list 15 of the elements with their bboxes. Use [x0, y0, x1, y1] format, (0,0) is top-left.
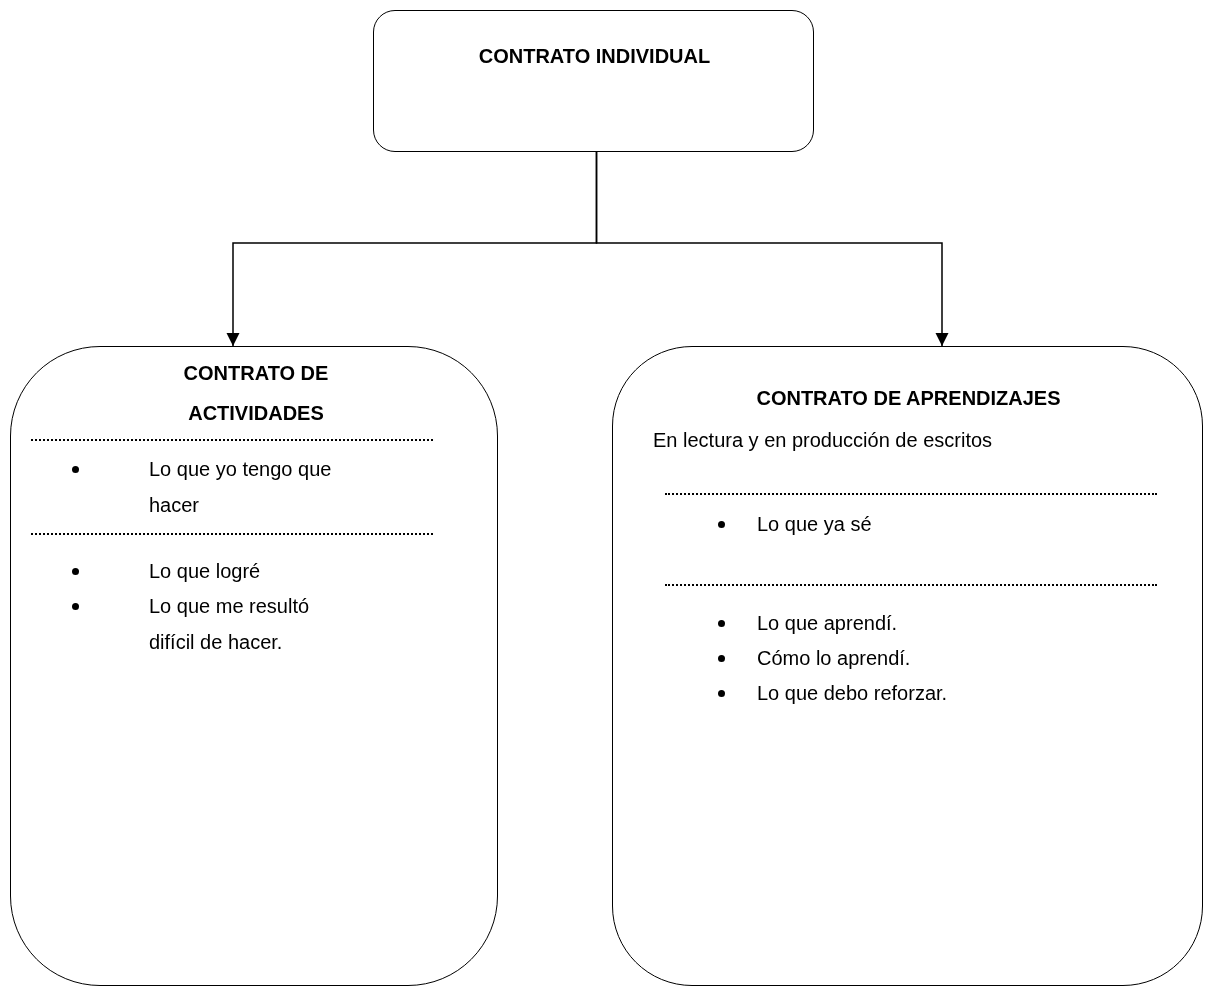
rounded-box	[10, 346, 498, 986]
bullet-item: Lo que yo tengo que hacer	[149, 457, 333, 518]
bullet-item: Lo que me resultó difícil de hacer.	[149, 594, 311, 655]
box-text: En lectura y en producción de escritos	[653, 428, 994, 453]
bullet-item: Lo que ya sé	[757, 512, 873, 537]
bullet-item: Lo que aprendí.	[757, 611, 899, 636]
bullet-item: Lo que debo reforzar.	[757, 681, 949, 706]
box-heading: CONTRATO INDIVIDUAL	[477, 44, 712, 69]
bullet-item: Cómo lo aprendí.	[757, 646, 912, 671]
bullet-item: Lo que logré	[149, 559, 262, 584]
box-heading: CONTRATO DE APRENDIZAJES	[755, 386, 1062, 411]
title-box	[373, 10, 814, 152]
arrow	[595, 151, 949, 347]
box-heading: CONTRATO DE ACTIVIDADES	[182, 361, 330, 426]
rounded-box	[612, 346, 1203, 986]
